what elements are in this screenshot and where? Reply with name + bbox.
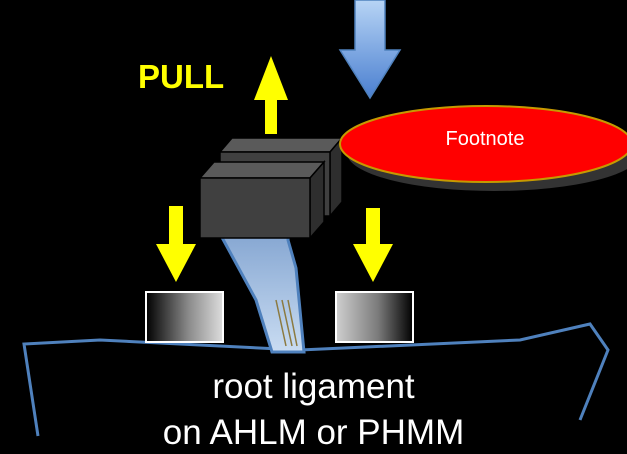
caption-line-1: root ligament: [212, 367, 415, 406]
blue-arrow-down-icon: [338, 0, 402, 100]
right-base-block: [335, 291, 414, 343]
left-base-block: [145, 291, 224, 343]
pull-arrow-up-icon: [254, 56, 288, 134]
caption-line-2: on AHLM or PHMM: [162, 413, 465, 452]
right-arrow-down-icon: [353, 208, 393, 282]
left-arrow-down-icon: [156, 206, 196, 282]
pull-label: PULL: [138, 58, 225, 95]
footnote-ellipse: [339, 105, 627, 183]
footnote-label: Footnote: [445, 128, 525, 150]
suture-lines: [275, 299, 298, 347]
front-grey-block: [198, 160, 326, 240]
tibial-plateau-outline: [22, 322, 610, 437]
